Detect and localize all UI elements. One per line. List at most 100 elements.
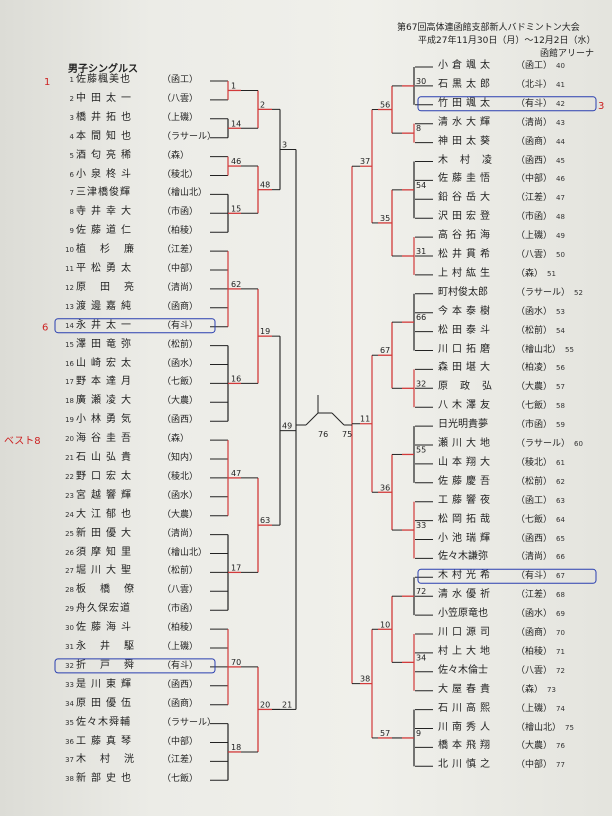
player-name: 松井貫希	[438, 249, 494, 260]
player-name: 北川慎之	[438, 759, 494, 771]
seed-number: 61	[556, 458, 565, 467]
seed-number: 34	[65, 699, 74, 708]
player-name: 木村洸	[76, 754, 148, 766]
match-number: 66	[416, 313, 426, 322]
player-name: 高谷拓海	[438, 230, 494, 242]
player-name: 清水大輝	[438, 116, 494, 128]
player-name: 日光明貴夢	[438, 419, 488, 431]
seed-number: 49	[556, 232, 565, 241]
handwritten-note: 1	[44, 77, 50, 88]
seed-number: 40	[556, 62, 565, 70]
player-name: 橋井拓也	[76, 111, 136, 123]
team-name: （八雲）	[516, 665, 553, 676]
seed-number: 23	[65, 491, 74, 500]
player-name: 今本泰樹	[438, 305, 494, 317]
player-row: 佐藤慶吾（松前）62	[438, 475, 565, 489]
circled-entry	[417, 568, 597, 584]
seed-number: 31	[65, 643, 74, 651]
player-name: 川口拓磨	[438, 343, 494, 355]
player-name: 澤田竜弥	[76, 338, 136, 350]
team-name: （江差）	[162, 245, 199, 256]
team-name: （知内）	[162, 453, 199, 463]
match-number: 18	[231, 743, 241, 752]
match-number: 35	[380, 214, 390, 223]
seed-number: 13	[65, 302, 74, 311]
match-number: 15	[231, 204, 241, 213]
player-name: 小倉颯太	[438, 60, 494, 71]
team-name: （函水）	[162, 358, 199, 369]
seed-number: 71	[556, 647, 565, 656]
player-name: 三津橋俊輝	[76, 187, 131, 199]
match-number: 49	[282, 422, 292, 431]
seed-number: 8	[69, 208, 74, 217]
seed-number: 41	[556, 80, 565, 89]
team-name: （中部）	[516, 174, 553, 185]
team-name: （松前）	[162, 339, 199, 350]
match-number: 37	[360, 157, 370, 166]
player-name: 石山弘貴	[76, 452, 136, 463]
seed-number: 20	[65, 435, 74, 444]
player-name: 鉛谷岳大	[438, 192, 494, 204]
team-name: （稜北）	[162, 471, 199, 482]
team-name: （檜山北）	[516, 344, 562, 355]
match-number: 9	[416, 729, 421, 738]
player-name: 新部史也	[76, 773, 136, 785]
seed-number: 33	[65, 680, 74, 689]
player-name: 中田太一	[76, 92, 136, 104]
match-number: 30	[416, 77, 426, 86]
match-number: 1	[231, 81, 236, 90]
team-name: （市函）	[162, 207, 199, 218]
section-title: 男子シングルス	[68, 64, 138, 75]
seed-number: 7	[69, 189, 74, 198]
seed-number: 10	[65, 246, 74, 255]
player-row: 木村凌（函西）45	[438, 154, 565, 168]
player-name: 木村光希	[438, 570, 494, 582]
match-number: 63	[260, 516, 270, 525]
team-name: （函西）	[516, 533, 553, 544]
player-row: 石黒太郎（北斗）41	[438, 78, 565, 92]
seed-number: 74	[556, 704, 565, 713]
team-name: （江差）	[162, 755, 199, 766]
team-name: （函西）	[162, 415, 199, 426]
match-number: 20	[260, 700, 270, 709]
player-row: 佐々木倫士（八雲）72	[438, 664, 565, 678]
player-name: 野口宏太	[76, 470, 136, 482]
semifinal-match-number: 75	[342, 430, 352, 439]
team-name: （柏凌）	[516, 363, 553, 374]
player-row: 八木澤友（七飯）58	[438, 399, 565, 413]
match-number: 57	[380, 729, 390, 738]
team-name: （七飯）	[162, 377, 199, 388]
team-name: （有斗）	[516, 571, 553, 582]
team-name: （七飯）	[516, 401, 553, 412]
seed-number: 2	[69, 94, 74, 103]
player-name: 山崎宏太	[76, 357, 136, 369]
seed-number: 75	[565, 723, 574, 732]
player-row: 工藤響夜（函工）63	[438, 494, 565, 508]
player-name: 佐藤慶吾	[438, 475, 494, 487]
player-row: 佐々木謙弥（清尚）66	[438, 550, 565, 564]
player-name: 松田泰斗	[438, 324, 494, 336]
player-name: 小笠原竜也	[438, 608, 488, 620]
team-name: （市函）	[162, 604, 199, 615]
team-name: （森）	[516, 684, 544, 695]
team-name: （函商）	[162, 301, 199, 312]
player-row: 橋本飛翔（大農）76	[438, 739, 565, 753]
player-name: 須摩知里	[76, 546, 136, 558]
match-number: 62	[231, 280, 241, 289]
team-name: （有斗）	[162, 660, 199, 671]
team-name: （上磯）	[516, 231, 553, 242]
team-name: （七飯）	[162, 774, 199, 785]
player-name: 山本翔大	[438, 456, 494, 468]
player-name: 平松勇太	[76, 263, 136, 274]
match-number: 67	[380, 346, 390, 355]
player-name: 原政弘	[438, 381, 504, 393]
player-row: 小倉颯太（函工）40	[438, 59, 565, 73]
seed-number: 73	[547, 685, 556, 694]
